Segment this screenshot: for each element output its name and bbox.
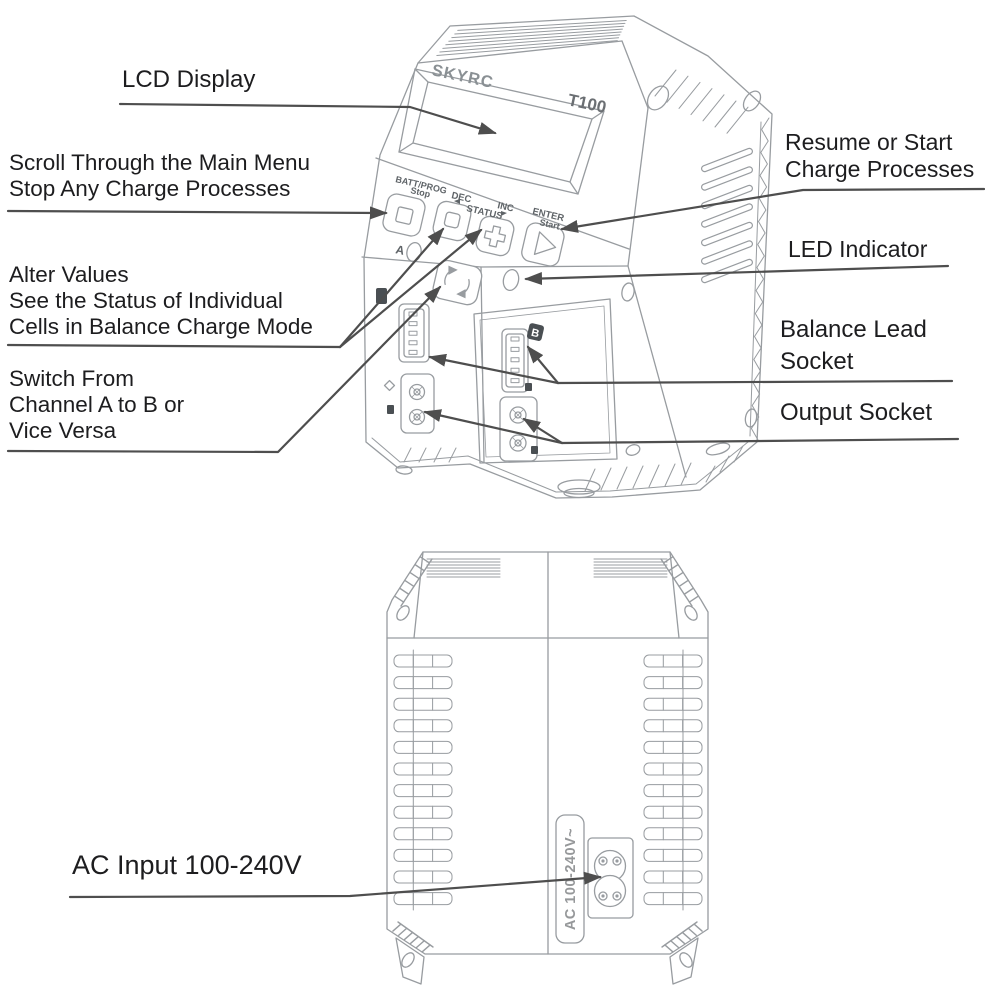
balance-socket-b — [501, 328, 529, 393]
side-hole-lower — [625, 444, 641, 456]
device-feet — [395, 408, 758, 499]
scroll-callout-line — [6, 206, 388, 220]
start-label: Start — [539, 217, 561, 231]
led-indicator-lamp — [502, 268, 520, 292]
channel-a-label: A — [394, 242, 406, 258]
stop-label: Stop — [410, 185, 432, 199]
label-switch-channel-line3: Vice Versa — [9, 418, 117, 443]
balance-branch-a — [428, 353, 560, 385]
polarity-diamond — [383, 379, 396, 392]
inc-label: INC — [496, 200, 515, 214]
lcd-callout-line — [118, 102, 497, 135]
label-ac-input: AC Input 100-240V — [72, 850, 302, 880]
ac-callout-line — [68, 871, 602, 899]
label-alter-values-line1: Alter Values — [9, 262, 129, 287]
inc-arrow-mark — [501, 211, 507, 216]
output-branch-b — [522, 417, 564, 445]
corner-holes — [396, 605, 698, 621]
alter-branch-inc — [338, 228, 483, 349]
side-vents — [700, 147, 754, 284]
label-scroll-stop-line2: Stop Any Charge Processes — [9, 176, 291, 201]
serrated-edge — [750, 117, 770, 441]
label-balance-lead-line2: Socket — [780, 348, 854, 375]
output-callout-line — [560, 437, 960, 445]
bottom-feet — [395, 937, 699, 985]
resume-callout-line — [560, 187, 985, 233]
device-top-outline — [363, 15, 773, 499]
side-hole — [621, 282, 635, 302]
back-vent-grille — [436, 19, 627, 57]
led-callout-line — [524, 264, 950, 286]
device-bottom-view: AC 100-240V~ — [386, 551, 709, 985]
alter-callout-line — [6, 343, 342, 349]
polarity-marks — [376, 288, 538, 454]
output-socket-b — [499, 396, 538, 462]
svg-text:B: B — [530, 327, 540, 340]
dec-arrow-mark — [454, 199, 460, 204]
balance-socket-a — [398, 303, 430, 363]
label-resume-start: Resume or Start Charge Processes — [785, 129, 974, 183]
bottom-grille-left — [426, 558, 501, 578]
label-alter-values-line3: Cells in Balance Charge Mode — [9, 314, 313, 339]
output-socket-a — [400, 373, 435, 434]
label-lcd-display: LCD Display — [122, 66, 256, 93]
label-resume-start-line1: Resume or Start — [785, 129, 953, 155]
label-scroll-stop: Scroll Through the Main Menu Stop Any Ch… — [9, 150, 310, 202]
alter-branch-dec — [338, 227, 445, 349]
channel-b-badge: B — [526, 323, 544, 341]
callout-lines — [6, 102, 985, 899]
balance-branch-b — [526, 345, 560, 385]
label-switch-channel-line2: Channel A to B or — [9, 392, 185, 417]
label-switch-channel: Switch From Channel A to B or Vice Versa — [9, 366, 184, 444]
label-scroll-stop-line1: Scroll Through the Main Menu — [9, 150, 310, 175]
label-switch-channel-line1: Switch From — [9, 366, 135, 391]
ac-inlet — [587, 837, 634, 919]
channel-b-panel — [473, 298, 618, 464]
label-alter-values: Alter Values See the Status of Individua… — [9, 262, 313, 340]
top-right-vents — [646, 69, 762, 134]
label-balance-lead: Balance Lead Socket — [780, 314, 927, 378]
output-branch-a — [423, 409, 564, 445]
label-balance-lead-line1: Balance Lead — [780, 316, 927, 343]
label-led-indicator: LED Indicator — [788, 236, 928, 262]
label-output-socket: Output Socket — [780, 399, 933, 426]
balance-callout-line — [556, 379, 954, 385]
lcd-screen — [398, 68, 605, 195]
skirt-vents — [403, 445, 744, 492]
bottom-vent-slots — [393, 649, 703, 911]
batt-prog-button — [382, 193, 426, 237]
bottom-grille-right — [593, 558, 668, 578]
corner-hatch — [392, 556, 703, 953]
label-alter-values-line2: See the Status of Individual — [9, 288, 283, 313]
switch-callout-line — [6, 285, 442, 454]
channel-switch-button — [432, 259, 483, 306]
label-resume-start-line2: Charge Processes — [785, 156, 975, 182]
device-top-view: SKYRC T100 BATT/PROG Stop DEC STATUS INC… — [361, 15, 773, 499]
enter-start-button — [521, 222, 565, 267]
